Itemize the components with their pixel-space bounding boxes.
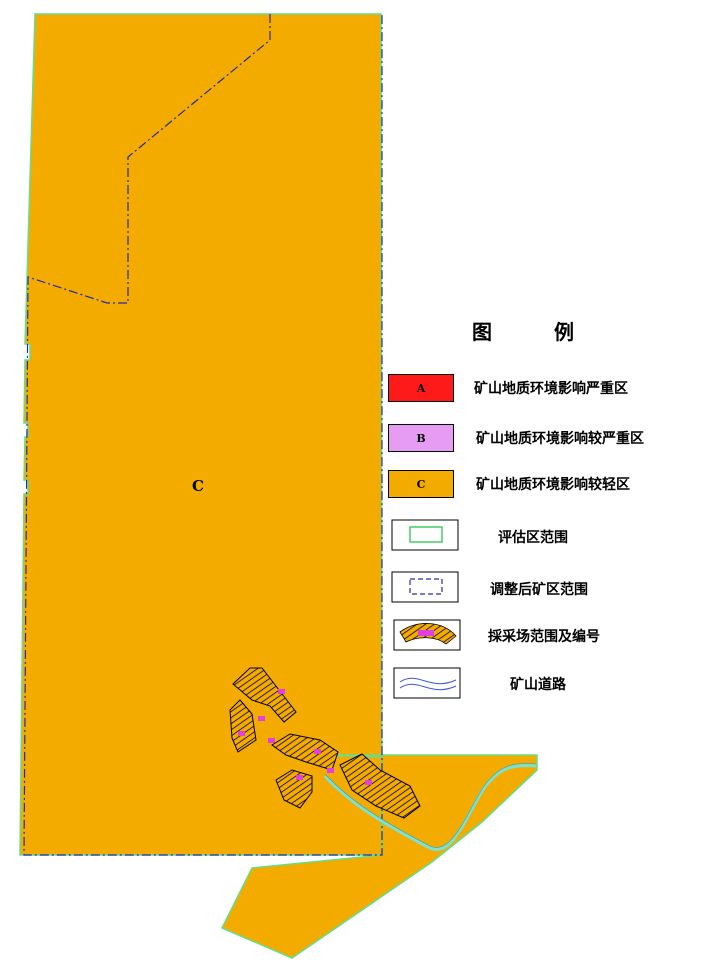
pit-marker: [238, 731, 245, 736]
mining-pit: [232, 667, 297, 723]
legend-label-pit-range: 採采场范围及编号: [488, 629, 600, 645]
legend-title-right: 例: [553, 320, 576, 344]
legend-icons: [391, 519, 461, 699]
legend-label-mine-road: 矿山道路: [510, 677, 566, 693]
legend-code: A: [416, 381, 426, 395]
pit-marker: [327, 768, 334, 773]
double-line-road-icon-inner: [399, 683, 457, 691]
legend-title: 图 例: [472, 316, 582, 345]
legend-label: 矿山地质环境影响较轻区: [476, 477, 630, 493]
pit-marker: [258, 716, 265, 721]
legend-code: B: [416, 431, 426, 445]
mining-pits: [229, 667, 421, 819]
legend-item-light: C 矿山地质环境影响较轻区: [388, 470, 630, 498]
legend-item-severe: A 矿山地质环境影响严重区: [388, 374, 628, 402]
orange-swatch-icon: C: [388, 470, 454, 498]
mine-road-edge: [324, 763, 537, 848]
pit-marker: [314, 749, 321, 754]
green-rectangle-icon: [409, 526, 443, 543]
legend-label-evaluation-area: 评估区范围: [498, 530, 568, 546]
legend-item-relatively-severe: B 矿山地质环境影响较严重区: [388, 424, 644, 452]
blue-dashed-rectangle-icon: [409, 578, 443, 595]
adjusted-mine-boundary: [23, 14, 383, 856]
legend-label-adjusted-boundary: 调整后矿区范围: [490, 582, 588, 598]
legend-label: 矿山地质环境影响严重区: [474, 381, 628, 397]
double-line-road-icon: [399, 677, 457, 685]
red-swatch-icon: A: [388, 374, 454, 402]
main-zone-c-area: [19, 13, 383, 856]
evaluation-area-icon-frame: [391, 519, 459, 551]
adjusted-boundary-icon-frame: [391, 571, 459, 603]
zone-label-c: C: [192, 477, 204, 495]
legend-code: C: [416, 477, 426, 491]
mining-pit: [229, 699, 257, 753]
pit-number-icon: [418, 630, 434, 636]
pit-marker: [296, 775, 303, 780]
violet-swatch-icon: B: [388, 424, 454, 452]
legend-title-left: 图: [472, 320, 494, 344]
mine-road: [323, 763, 537, 852]
pit-marker: [365, 780, 372, 785]
pit-marker: [268, 738, 275, 743]
road-icon-frame: [393, 667, 461, 699]
pit-marker: [278, 689, 285, 694]
pit-number-markers: [238, 689, 372, 785]
mining-pit: [339, 753, 421, 819]
legend-label: 矿山地质环境影响较严重区: [476, 431, 644, 447]
mining-pit: [271, 733, 339, 771]
